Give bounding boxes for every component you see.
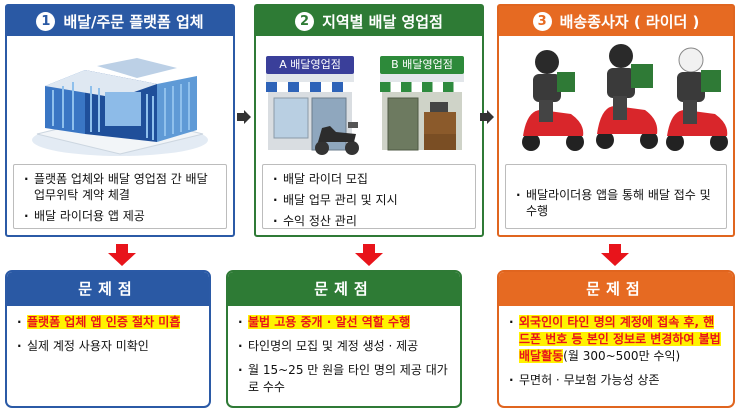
riders-header: 3 배송종사자 ( 라이더 )	[499, 6, 733, 36]
platform-description-box: 플랫폼 업체와 배달 영업점 간 배달업무위탁 계약 체결 배달 라이더용 앱 …	[13, 164, 227, 229]
step-number: 1	[36, 11, 56, 31]
highlighted-text: 불법 고용 중개 · 알선 역할 수행	[248, 315, 411, 329]
platform-title: 배달/주문 플랫폼 업체	[63, 12, 204, 31]
problem-box-riders: 문제점 외국인이 타인 명의 계정에 접속 후, 핸드폰 번호 등 본인 정보로…	[497, 270, 735, 408]
problem-box-platform: 문제점 플랫폼 업체 앱 인증 절차 미흡 실제 계정 사용자 미확인	[5, 270, 211, 408]
list-item: 무면허 · 무보험 가능성 상존	[507, 372, 725, 389]
problem-title: 문제점	[228, 272, 460, 306]
highlighted-text: 플랫폼 업체 앱 인증 절차 미흡	[27, 315, 181, 329]
list-item: 불법 고용 중개 · 알선 역할 수행	[236, 314, 452, 331]
riders-title: 배송종사자 ( 라이더 )	[559, 12, 700, 31]
shop-a-label: A 배달영업점	[266, 56, 354, 74]
problem-title: 문제점	[499, 272, 733, 306]
riders-illustration	[499, 36, 733, 160]
arrow-down-icon	[355, 244, 383, 266]
platform-building-illustration	[7, 36, 233, 160]
stores-title: 지역별 배달 영업점	[322, 12, 443, 31]
arrow-down-icon	[108, 244, 136, 266]
problem-title: 문제점	[7, 272, 209, 306]
riders-panel: 3 배송종사자 ( 라이더 )	[497, 4, 735, 237]
list-item: 배달라이더용 앱을 통해 배달 접수 및 수행	[514, 187, 718, 219]
delivery-rider-icon	[522, 44, 728, 151]
stores-description-box: 배달 라이더 모집 배달 업무 관리 및 지시 수익 정산 관리	[262, 164, 476, 229]
income-note: (월 300~500만 수익)	[563, 349, 681, 363]
storefront-icon	[266, 70, 464, 155]
problem-box-stores: 문제점 불법 고용 중개 · 알선 역할 수행 타인명의 모집 및 계정 생성 …	[226, 270, 462, 408]
arrow-right-icon	[237, 110, 251, 124]
list-item: 월 15~25 만 원을 타인 명의 제공 대가로 수수	[236, 362, 452, 396]
stores-illustration: A 배달영업점 B 배달영업점	[256, 36, 482, 160]
list-item: 배달 라이더 모집	[271, 171, 467, 187]
shop-b-label: B 배달영업점	[380, 56, 464, 74]
list-item: 수익 정산 관리	[271, 213, 467, 229]
stores-panel: 2 지역별 배달 영업점	[254, 4, 484, 237]
list-item: 외국인이 타인 명의 계정에 접속 후, 핸드폰 번호 등 본인 정보로 변경하…	[507, 314, 725, 365]
list-item: 배달 업무 관리 및 지시	[271, 192, 467, 208]
list-item: 플랫폼 업체 앱 인증 절차 미흡	[15, 314, 201, 331]
list-item: 실제 계정 사용자 미확인	[15, 338, 201, 355]
arrow-right-icon	[480, 110, 494, 124]
step-number: 3	[532, 11, 552, 31]
arrow-down-icon	[601, 244, 629, 266]
building-icon	[32, 58, 208, 156]
platform-panel: 1 배달/주문 플랫폼 업체	[5, 4, 235, 237]
step-number: 2	[295, 11, 315, 31]
list-item: 플랫폼 업체와 배달 영업점 간 배달업무위탁 계약 체결	[22, 171, 218, 203]
platform-header: 1 배달/주문 플랫폼 업체	[7, 6, 233, 36]
list-item: 배달 라이더용 앱 제공	[22, 208, 218, 224]
stores-header: 2 지역별 배달 영업점	[256, 6, 482, 36]
list-item: 타인명의 모집 및 계정 생성 · 제공	[236, 338, 452, 355]
riders-description-box: 배달라이더용 앱을 통해 배달 접수 및 수행	[505, 164, 727, 229]
